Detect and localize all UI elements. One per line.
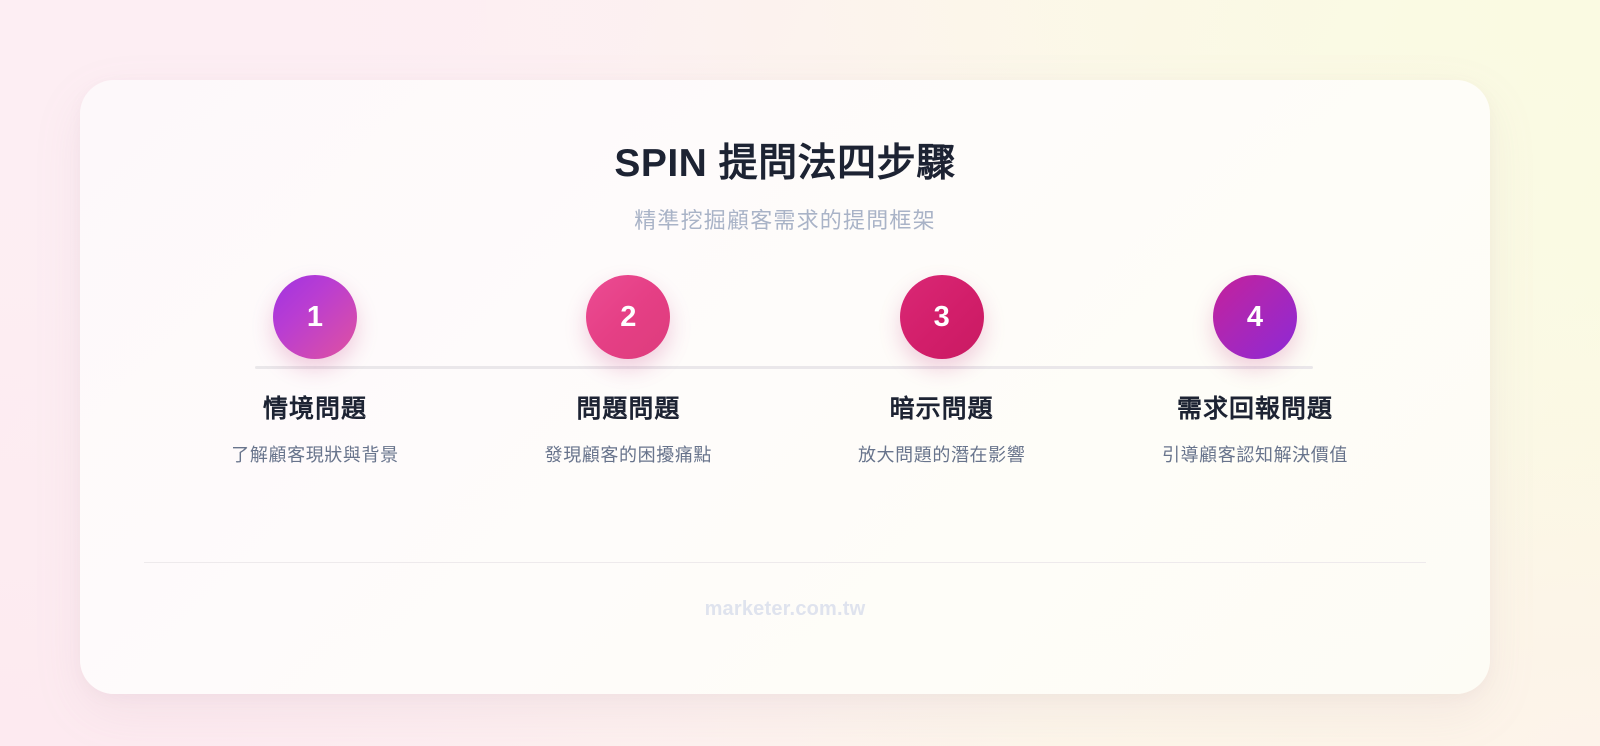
step-number-2: 2 [620, 300, 637, 333]
spin-framework-card: SPIN 提問法四步驟 精準挖掘顧客需求的提問框架 1 情境問題 了解顧客現狀與… [80, 80, 1490, 694]
step-description-3: 放大問題的潛在影響 [857, 444, 1026, 465]
step-number-1: 1 [306, 300, 324, 333]
step-number-4: 4 [1246, 300, 1264, 333]
page-title: SPIN 提問法四步驟 [614, 142, 956, 185]
page-subtitle: 精準挖掘顧客需求的提問框架 [634, 207, 936, 233]
step-item-1[interactable]: 1 情境問題 了解顧客現狀與背景 [180, 275, 450, 466]
step-item-2[interactable]: 2 問題問題 發現顧客的困擾痛點 [493, 275, 763, 466]
card-footer: marketer.com.tw [80, 598, 1490, 621]
step-title-1: 情境問題 [262, 395, 367, 423]
brand-watermark: marketer.com.tw [704, 598, 866, 620]
step-description-1: 了解顧客現狀與背景 [231, 444, 399, 465]
step-title-3: 暗示問題 [889, 395, 994, 423]
step-number-badge-1[interactable]: 1 [273, 275, 357, 359]
step-title-4: 需求回報問題 [1176, 395, 1333, 423]
step-number-badge-4[interactable]: 4 [1212, 275, 1297, 359]
step-description-2: 發現顧客的困擾痛點 [544, 444, 713, 465]
step-item-4[interactable]: 4 需求回報問題 引導顧客認知解決價值 [1120, 275, 1390, 466]
step-description-4: 引導顧客認知解決價值 [1161, 444, 1348, 465]
step-number-3: 3 [933, 300, 950, 333]
card-header: SPIN 提問法四步驟 精準挖掘顧客需求的提問框架 [80, 142, 1490, 234]
steps-list: 1 情境問題 了解顧客現狀與背景 2 問題問題 發現顧客的困擾痛點 3 [180, 275, 1390, 466]
steps-section: 1 情境問題 了解顧客現狀與背景 2 問題問題 發現顧客的困擾痛點 3 [80, 275, 1490, 500]
step-connector-line [255, 366, 1313, 369]
step-number-badge-3[interactable]: 3 [899, 275, 984, 359]
step-number-badge-2[interactable]: 2 [586, 275, 671, 359]
step-item-3[interactable]: 3 暗示問題 放大問題的潛在影響 [807, 275, 1077, 466]
footer-divider [144, 562, 1426, 563]
step-title-2: 問題問題 [576, 395, 681, 423]
